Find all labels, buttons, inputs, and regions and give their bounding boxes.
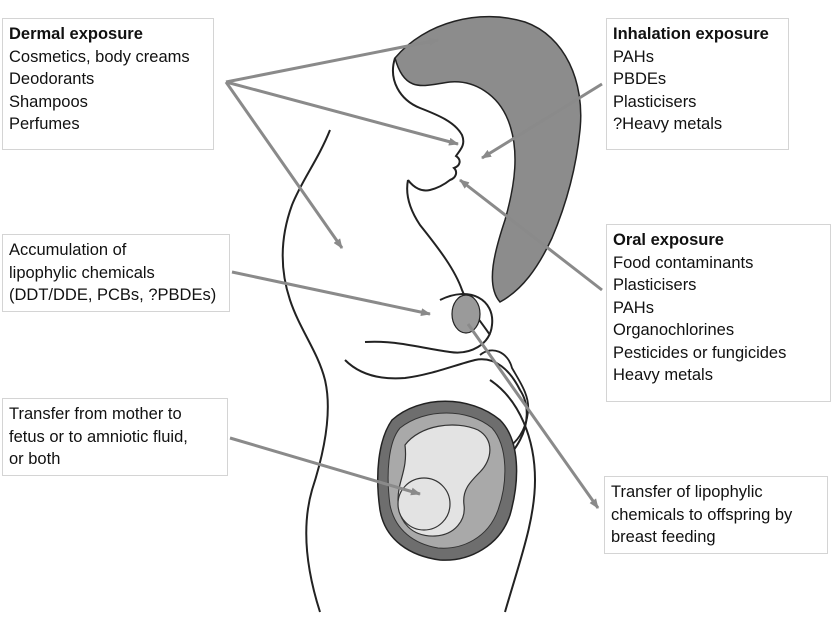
fetal-transfer-line: Transfer from mother to: [9, 403, 221, 426]
hair-shape: [395, 17, 581, 302]
inhalation-item: PBDEs: [613, 68, 782, 91]
accumulation-line: Accumulation of: [9, 239, 223, 262]
accumulation-line: lipophylic chemicals: [9, 262, 223, 285]
accumulation-line: (DDT/DDE, PCBs, ?PBDEs): [9, 284, 223, 307]
fetus-head: [398, 478, 450, 530]
arrow-dermal-to-face: [226, 82, 458, 144]
oral-item: Food contaminants: [613, 252, 824, 275]
inhalation-item: Plasticisers: [613, 91, 782, 114]
oral-item: Plasticisers: [613, 274, 824, 297]
breast-feeding-line: breast feeding: [611, 526, 821, 549]
fetal-transfer-box: Transfer from mother to fetus or to amni…: [2, 398, 228, 476]
inhalation-item: PAHs: [613, 46, 782, 69]
oral-item: Organochlorines: [613, 319, 824, 342]
oral-item: PAHs: [613, 297, 824, 320]
dermal-item: Cosmetics, body creams: [9, 46, 207, 69]
breast-feeding-line: Transfer of lipophylic: [611, 481, 821, 504]
oral-exposure-box: Oral exposure Food contaminants Plastici…: [606, 224, 831, 402]
breast-feeding-box: Transfer of lipophylic chemicals to offs…: [604, 476, 828, 554]
dermal-item: Perfumes: [9, 113, 207, 136]
inhalation-exposure-box: Inhalation exposure PAHs PBDEs Plasticis…: [606, 18, 789, 150]
inhalation-item: ?Heavy metals: [613, 113, 782, 136]
accumulation-box: Accumulation of lipophylic chemicals (DD…: [2, 234, 230, 312]
oral-exposure-title: Oral exposure: [613, 229, 824, 252]
dermal-item: Shampoos: [9, 91, 207, 114]
arrow-accumulation-to-breast: [232, 272, 430, 314]
back-outline: [283, 130, 330, 612]
oral-item: Heavy metals: [613, 364, 824, 387]
dermal-item: Deodorants: [9, 68, 207, 91]
oral-item: Pesticides or fungicides: [613, 342, 824, 365]
nipple-areola: [452, 295, 480, 333]
dermal-exposure-box: Dermal exposure Cosmetics, body creams D…: [2, 18, 214, 150]
dermal-exposure-title: Dermal exposure: [9, 23, 207, 46]
breast-feeding-line: chemicals to offspring by: [611, 504, 821, 527]
fetal-transfer-line: fetus or to amniotic fluid,: [9, 426, 221, 449]
inhalation-exposure-title: Inhalation exposure: [613, 23, 782, 46]
fetal-transfer-line: or both: [9, 448, 221, 471]
